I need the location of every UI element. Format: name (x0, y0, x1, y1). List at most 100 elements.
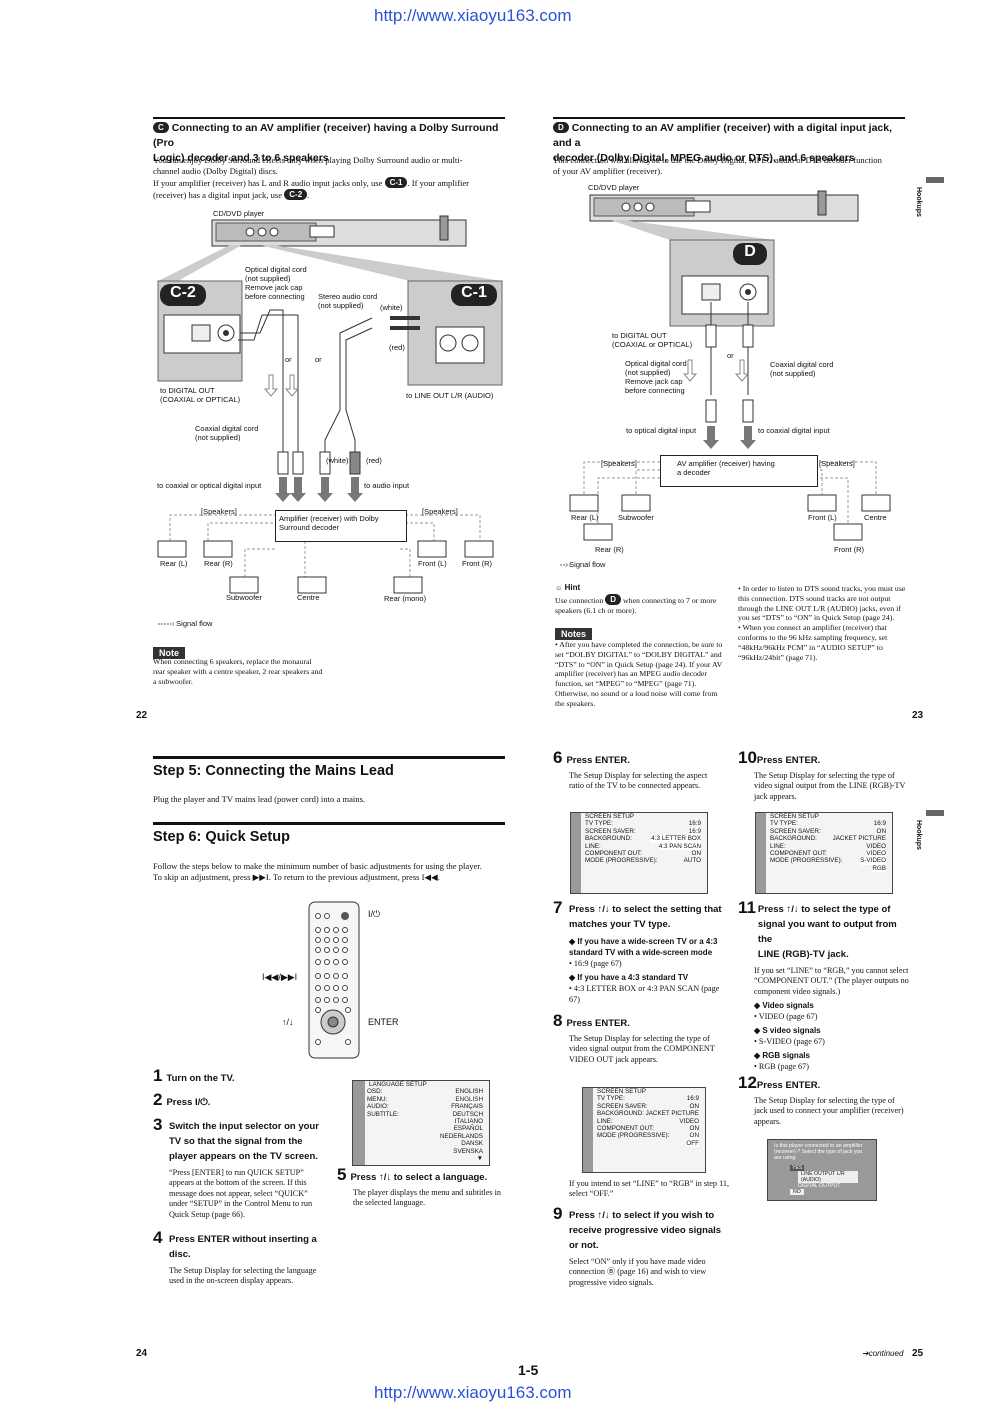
p22-title: C Connecting to an AV amplifier (receive… (153, 122, 499, 164)
p24-rule-1 (153, 756, 505, 759)
p22-to-audio-label: to audio input (364, 481, 410, 490)
screen-row: TV TYPE:16:9 (597, 1095, 699, 1103)
p23-rear-r: Rear (R) (595, 545, 624, 554)
step-2: 2 Press I/⏻. (153, 1090, 211, 1109)
p22-note-text: When connecting 6 speakers, replace the … (153, 657, 323, 686)
step5-body: Plug the player and TV mains lead (power… (153, 794, 366, 804)
badge-d: D (733, 243, 767, 265)
badge-c2: C-2 (160, 284, 206, 306)
screen-row: MENU:ENGLISH (367, 1095, 483, 1104)
p22-coaxial-cord-label: Coaxial digital cord (not supplied) (195, 424, 259, 442)
p22-top-rule (153, 117, 505, 119)
screen-row: SCREEN SAVER:16:9 (585, 827, 701, 836)
p22-player-label: CD/DVD player (213, 209, 265, 218)
step-6: 6 Press ENTER. The Setup Display for sel… (553, 748, 708, 791)
p23-notes-label: Notes (555, 624, 593, 642)
p23-bullets: • In order to listen to DTS sound tracks… (738, 584, 906, 662)
p22-stereo-cord-label: Stereo audio cord (not supplied) (318, 292, 378, 310)
p22-signal-flow: : Signal flow (172, 619, 213, 628)
p22-digital-out-label: to DIGITAL OUT (COAXIAL or OPTICAL) (160, 386, 241, 404)
p23-speakers-right: [Speakers] (819, 459, 855, 468)
amplifier-question-screen: Is this player connected to an amplifier… (767, 1139, 877, 1201)
screen-row: SCREEN SAVER:ON (597, 1102, 699, 1110)
step-5: 5 Press ↑/↓ to select a language. The pl… (337, 1165, 502, 1208)
hookups-tab-bar-bottom (926, 810, 944, 816)
screen-row: OFF (686, 1139, 699, 1148)
p22-amplifier-box: Amplifier (receiver) with Dolby Surround… (275, 510, 407, 542)
screen-row: BACKGROUND:JACKET PICTURE (597, 1110, 699, 1118)
screen-row: COMPONENT OUT:ON (597, 1125, 699, 1133)
hookups-tab-label-bottom: Hookups (915, 820, 922, 850)
p22-page-number: 22 (136, 710, 148, 721)
p22-rear-r: Rear (R) (204, 559, 233, 568)
step-8-after: If you intend to set “LINE” to “RGB” in … (569, 1179, 729, 1199)
p22-red-label: (red) (389, 343, 405, 352)
screen-row: TV TYPE:16:9 (770, 820, 886, 828)
p23-digital-out-label: to DIGITAL OUT (COAXIAL or OPTICAL) (612, 331, 693, 349)
p23-notes-text: • After you have completed the connectio… (555, 640, 723, 708)
remote-control-illustration (308, 901, 360, 1059)
screen-row: ▼ (476, 1155, 483, 1163)
screen-row: MODE (PROGRESSIVE):S-VIDEO (770, 857, 886, 865)
screen-row: MODE (PROGRESSIVE):ON (597, 1132, 699, 1140)
step-1: 1 Turn on the TV. (153, 1066, 235, 1085)
screen-row: COMPONENT OUT:ON (585, 850, 701, 858)
p23-centre: Centre (864, 513, 887, 522)
p23-player-label: CD/DVD player (588, 183, 640, 192)
screen-row: TV TYPE:16:9 (585, 820, 701, 828)
p22-red-label-2: (red) (366, 456, 382, 465)
screen-row: MODE (PROGRESSIVE):AUTO (585, 857, 701, 865)
p22-note-label: Note (153, 643, 185, 661)
p23-or: or (727, 351, 734, 360)
step6-body: Follow the steps below to make the minim… (153, 861, 482, 882)
p22-speakers-right: [Speakers] (422, 507, 458, 516)
p23-rear-l: Rear (L) (571, 513, 599, 522)
screen-row: NEDERLANDS (439, 1132, 483, 1140)
p23-amplifier-box: AV amplifier (receiver) having a decoder (660, 455, 818, 487)
screen-row: AUDIO:FRANÇAIS (367, 1103, 483, 1111)
p24-page-number: 24 (136, 1348, 148, 1359)
step-8: 8 Press ENTER. The Setup Display for sel… (553, 1011, 715, 1064)
p23-subwoofer: Subwoofer (618, 513, 654, 522)
screen-row: BACKGROUND:4:3 LETTER BOX (585, 835, 701, 843)
p23-page-number: 23 (912, 710, 924, 721)
p22-intro: You can enjoy Dolby Surround effects onl… (153, 155, 470, 200)
p23-coaxial-cord-label: Coaxial digital cord (not supplied) (770, 360, 834, 378)
remote-arrows-label: ↑/↓ (282, 1017, 294, 1027)
hookups-tab-bar-top (926, 177, 944, 183)
badge-c1: C-1 (451, 284, 497, 306)
p23-optical-cord-label: Optical digital cord (not supplied) Remo… (625, 359, 687, 395)
step5-title: Step 5: Connecting the Mains Lead (153, 763, 394, 779)
p22-front-r: Front (R) (462, 559, 492, 568)
badge-d-small: D (553, 122, 569, 133)
screen-row: LINE:VIDEO (770, 842, 886, 850)
screen-row: OSD:ENGLISH (367, 1088, 483, 1096)
screen-row: ITALIANO (454, 1118, 483, 1126)
p22-subwoofer: Subwoofer (226, 593, 262, 602)
screen-row: LINE:VIDEO (597, 1117, 699, 1125)
top-url[interactable]: http://www.xiaoyu163.com (374, 6, 572, 25)
p22-centre: Centre (297, 593, 320, 602)
p23-to-coax-label: to coaxial digital input (758, 426, 830, 435)
continued-label: ➔continued (862, 1349, 904, 1358)
p22-white-label-2: (white) (326, 456, 349, 465)
hookups-tab-label-top: Hookups (915, 187, 922, 217)
bottom-url[interactable]: http://www.xiaoyu163.com (374, 1383, 572, 1402)
p23-to-optical-label: to optical digital input (626, 426, 697, 435)
screen-row: SUBTITLE:DEUTSCH (367, 1110, 483, 1118)
step-12: 12Press ENTER. The Setup Display for sel… (738, 1073, 904, 1126)
p22-rear-mono: Rear (mono) (384, 594, 427, 603)
p23-hint-label: ☼ Hint (555, 583, 581, 592)
p23-signal-flow: : Signal flow (565, 560, 606, 569)
p23-speakers-left: [Speakers] (601, 459, 637, 468)
screen-row: BACKGROUND:JACKET PICTURE (770, 835, 886, 843)
p23-front-r: Front (R) (834, 545, 864, 554)
badge-c: C (153, 122, 169, 133)
